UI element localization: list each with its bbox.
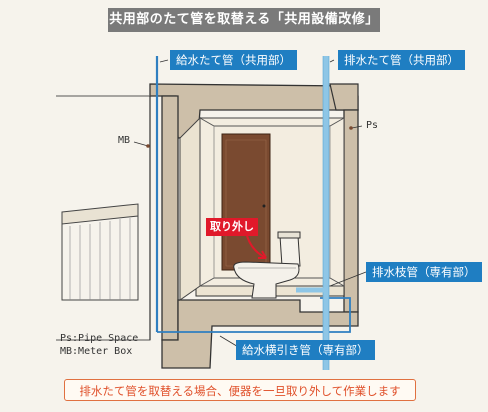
room-left-wall (179, 116, 201, 301)
toilet-bowl (233, 261, 300, 299)
door (221, 133, 271, 271)
legend: Ps:Pipe Space MB:Meter Box (60, 332, 138, 358)
ps-label: Ps (366, 120, 379, 131)
mb-label: MB (118, 135, 131, 146)
legend-mb: MB:Meter Box (60, 346, 133, 357)
removal-label: 取り外し (206, 218, 258, 236)
room-ceiling-edge (199, 117, 345, 127)
mb-leader (133, 141, 149, 147)
supply-branch-pipe (157, 297, 351, 333)
toilet-tank (279, 235, 301, 267)
legend-ps: Ps:Pipe Space (60, 333, 139, 344)
supply-riser-label: 給水たて管（共用部） (170, 50, 297, 70)
diagram-title: 共用部のたて管を取替える「共用設備改修」 (108, 8, 380, 32)
drain-branch-label: 排水枝管（専有部） (366, 262, 482, 282)
balcony-railing (61, 203, 139, 225)
toilet-tank-lid (277, 231, 301, 239)
ps-leader (351, 125, 363, 129)
left-column (161, 95, 179, 341)
work-note: 排水たて管を取替える場合、便器を一旦取り外して作業します (64, 379, 416, 401)
right-wall (343, 109, 359, 313)
supply-riser-leader (159, 59, 169, 63)
supply-branch-label: 給水横引き管（専有部） (236, 340, 375, 360)
drain-riser-label: 排水たて管（共用部） (338, 50, 465, 70)
door-knob (262, 204, 266, 208)
branch-leader (329, 271, 367, 287)
drain-riser-leader (329, 59, 335, 63)
floor-slab (161, 299, 359, 369)
